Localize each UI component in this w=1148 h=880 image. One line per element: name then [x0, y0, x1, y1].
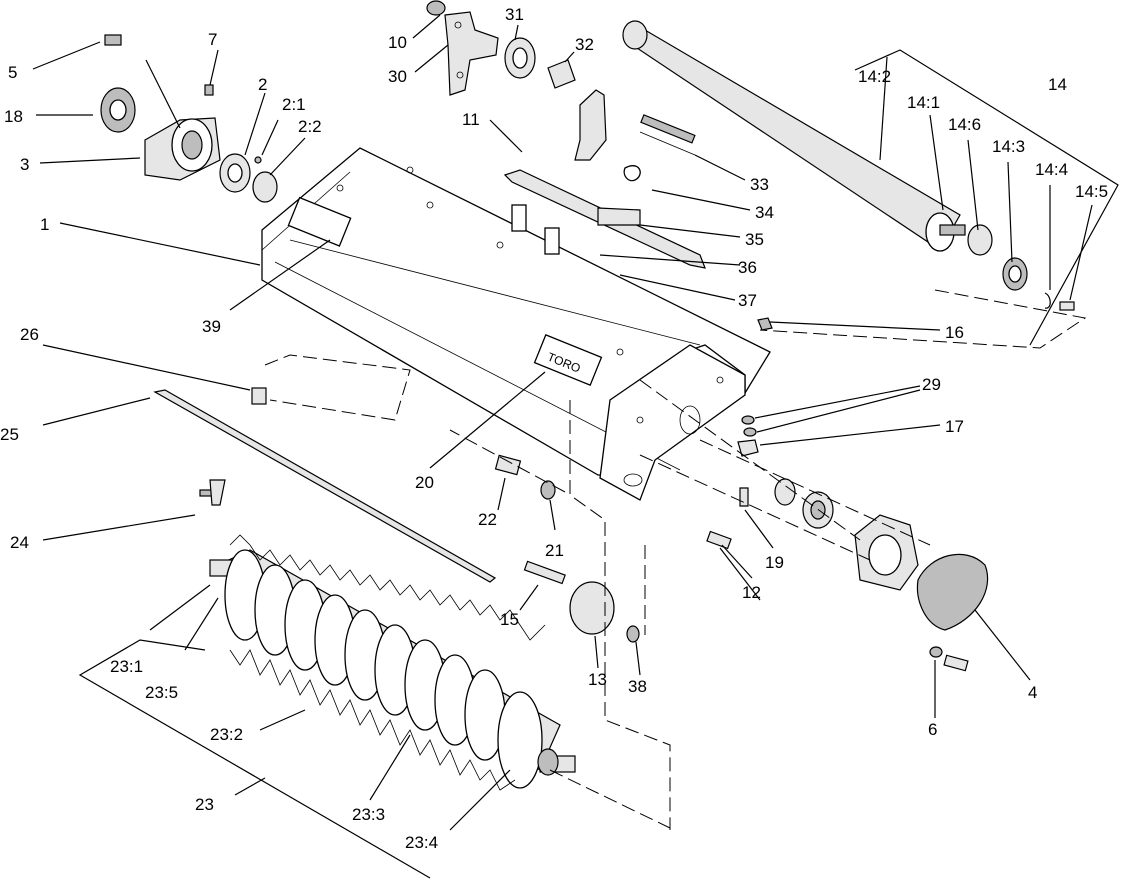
callout-2: 2 [258, 75, 267, 94]
callout-25: 25 [0, 425, 19, 444]
callout-14: 14 [1048, 75, 1067, 94]
callout-14-3: 14:3 [992, 137, 1025, 156]
callout-14-1: 14:1 [907, 93, 940, 112]
callout-23-2: 23:2 [210, 725, 243, 744]
callout-24: 24 [10, 533, 29, 552]
leader-lines [32, 14, 1119, 879]
callout-35: 35 [745, 230, 764, 249]
callout-3: 3 [20, 155, 29, 174]
callout-13: 13 [588, 670, 607, 689]
left-bearing-parts [100, 34, 278, 203]
callout-2-1: 2:1 [282, 95, 306, 114]
callout-26: 26 [20, 325, 39, 344]
callout-32: 32 [575, 35, 594, 54]
callout-14-6: 14:6 [948, 115, 981, 134]
callout-14-5: 14:5 [1075, 182, 1108, 201]
callout-2-2: 2:2 [298, 117, 322, 136]
callout-18: 18 [4, 107, 23, 126]
roller-assembly [622, 20, 1087, 349]
bedknife [153, 354, 497, 583]
callout-6: 6 [928, 720, 937, 739]
callout-38: 38 [628, 677, 647, 696]
callout-14-4: 14:4 [1035, 160, 1068, 179]
callout-37: 37 [738, 291, 757, 310]
callout-23-5: 23:5 [145, 683, 178, 702]
callout-36: 36 [738, 258, 757, 277]
top-parts [426, 0, 696, 161]
callout-14-2: 14:2 [858, 67, 891, 86]
callout-1: 1 [40, 215, 49, 234]
callout-23-4: 23:4 [405, 833, 438, 852]
lower-hardware [449, 400, 671, 830]
callout-21: 21 [545, 541, 564, 560]
callout-15: 15 [500, 610, 519, 629]
callout-20: 20 [415, 473, 434, 492]
callout-33: 33 [750, 175, 769, 194]
adjuster-bracket [503, 165, 706, 269]
callout-labels: 5 7 18 3 2 2:1 2:2 1 39 26 25 24 10 30 3… [0, 5, 1108, 852]
callout-34: 34 [755, 203, 774, 222]
callout-19: 19 [765, 553, 784, 572]
callout-29: 29 [922, 375, 941, 394]
callout-23-1: 23:1 [110, 657, 143, 676]
callout-10: 10 [388, 33, 407, 52]
callout-4: 4 [1028, 683, 1037, 702]
callout-39: 39 [202, 317, 221, 336]
callout-5: 5 [8, 63, 17, 82]
callout-22: 22 [478, 510, 497, 529]
toro-decal [533, 334, 603, 386]
callout-12: 12 [742, 583, 761, 602]
callout-30: 30 [388, 67, 407, 86]
callout-17: 17 [945, 417, 964, 436]
callout-23-3: 23:3 [352, 805, 385, 824]
reel-assembly [209, 534, 671, 829]
callout-31: 31 [505, 5, 524, 24]
callout-16: 16 [945, 323, 964, 342]
housing: TORO [261, 147, 771, 501]
callout-11: 11 [462, 110, 480, 129]
right-side-parts [639, 317, 989, 672]
callout-7: 7 [208, 30, 217, 49]
callout-23: 23 [195, 795, 214, 814]
